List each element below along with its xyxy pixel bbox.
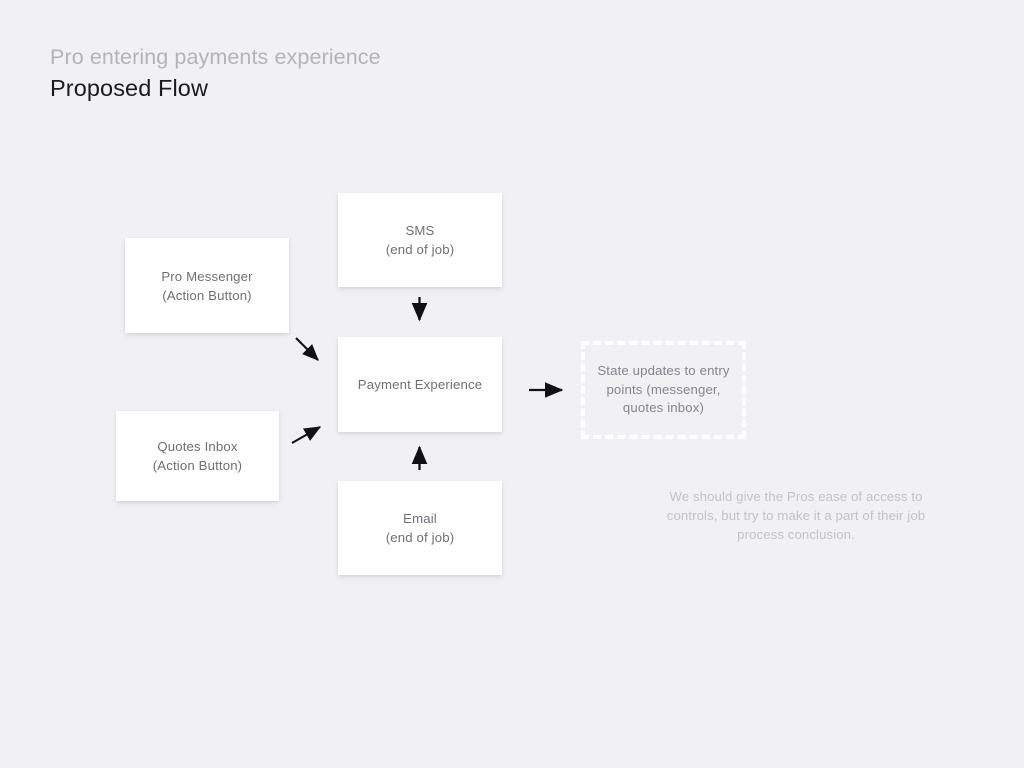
page-title: Proposed Flow (50, 75, 209, 101)
title-block: Pro entering payments experience Propose… (50, 42, 381, 104)
flow-node-quotes-inbox[interactable]: Quotes Inbox (Action Button) (116, 411, 279, 501)
flow-node-label: Email (end of job) (385, 511, 455, 545)
flow-node-sms[interactable]: SMS (end of job) (338, 193, 502, 287)
flow-node-pro-messenger[interactable]: Pro Messenger (Action Button) (125, 238, 289, 333)
flow-node-label: SMS (end of job) (385, 223, 455, 257)
arrow-pro-messenger-to-payment (295, 337, 319, 361)
arrow-quotes-inbox-to-payment (291, 426, 322, 444)
footnote-text: We should give the Pros ease of access t… (666, 489, 926, 543)
flow-node-state-updates[interactable]: State updates to entry points (messenger… (581, 341, 746, 439)
flow-node-label: Payment Experience (357, 377, 483, 392)
flow-node-label: State updates to entry points (messenger… (597, 362, 730, 416)
flow-node-email[interactable]: Email (end of job) (338, 481, 502, 575)
slide-eyebrow: Pro entering payments experience (50, 45, 381, 69)
flow-node-label: Pro Messenger (Action Button) (161, 268, 253, 303)
flow-node-payment-experience[interactable]: Payment Experience (338, 337, 502, 432)
flow-node-label: Quotes Inbox (Action Button) (152, 439, 243, 473)
